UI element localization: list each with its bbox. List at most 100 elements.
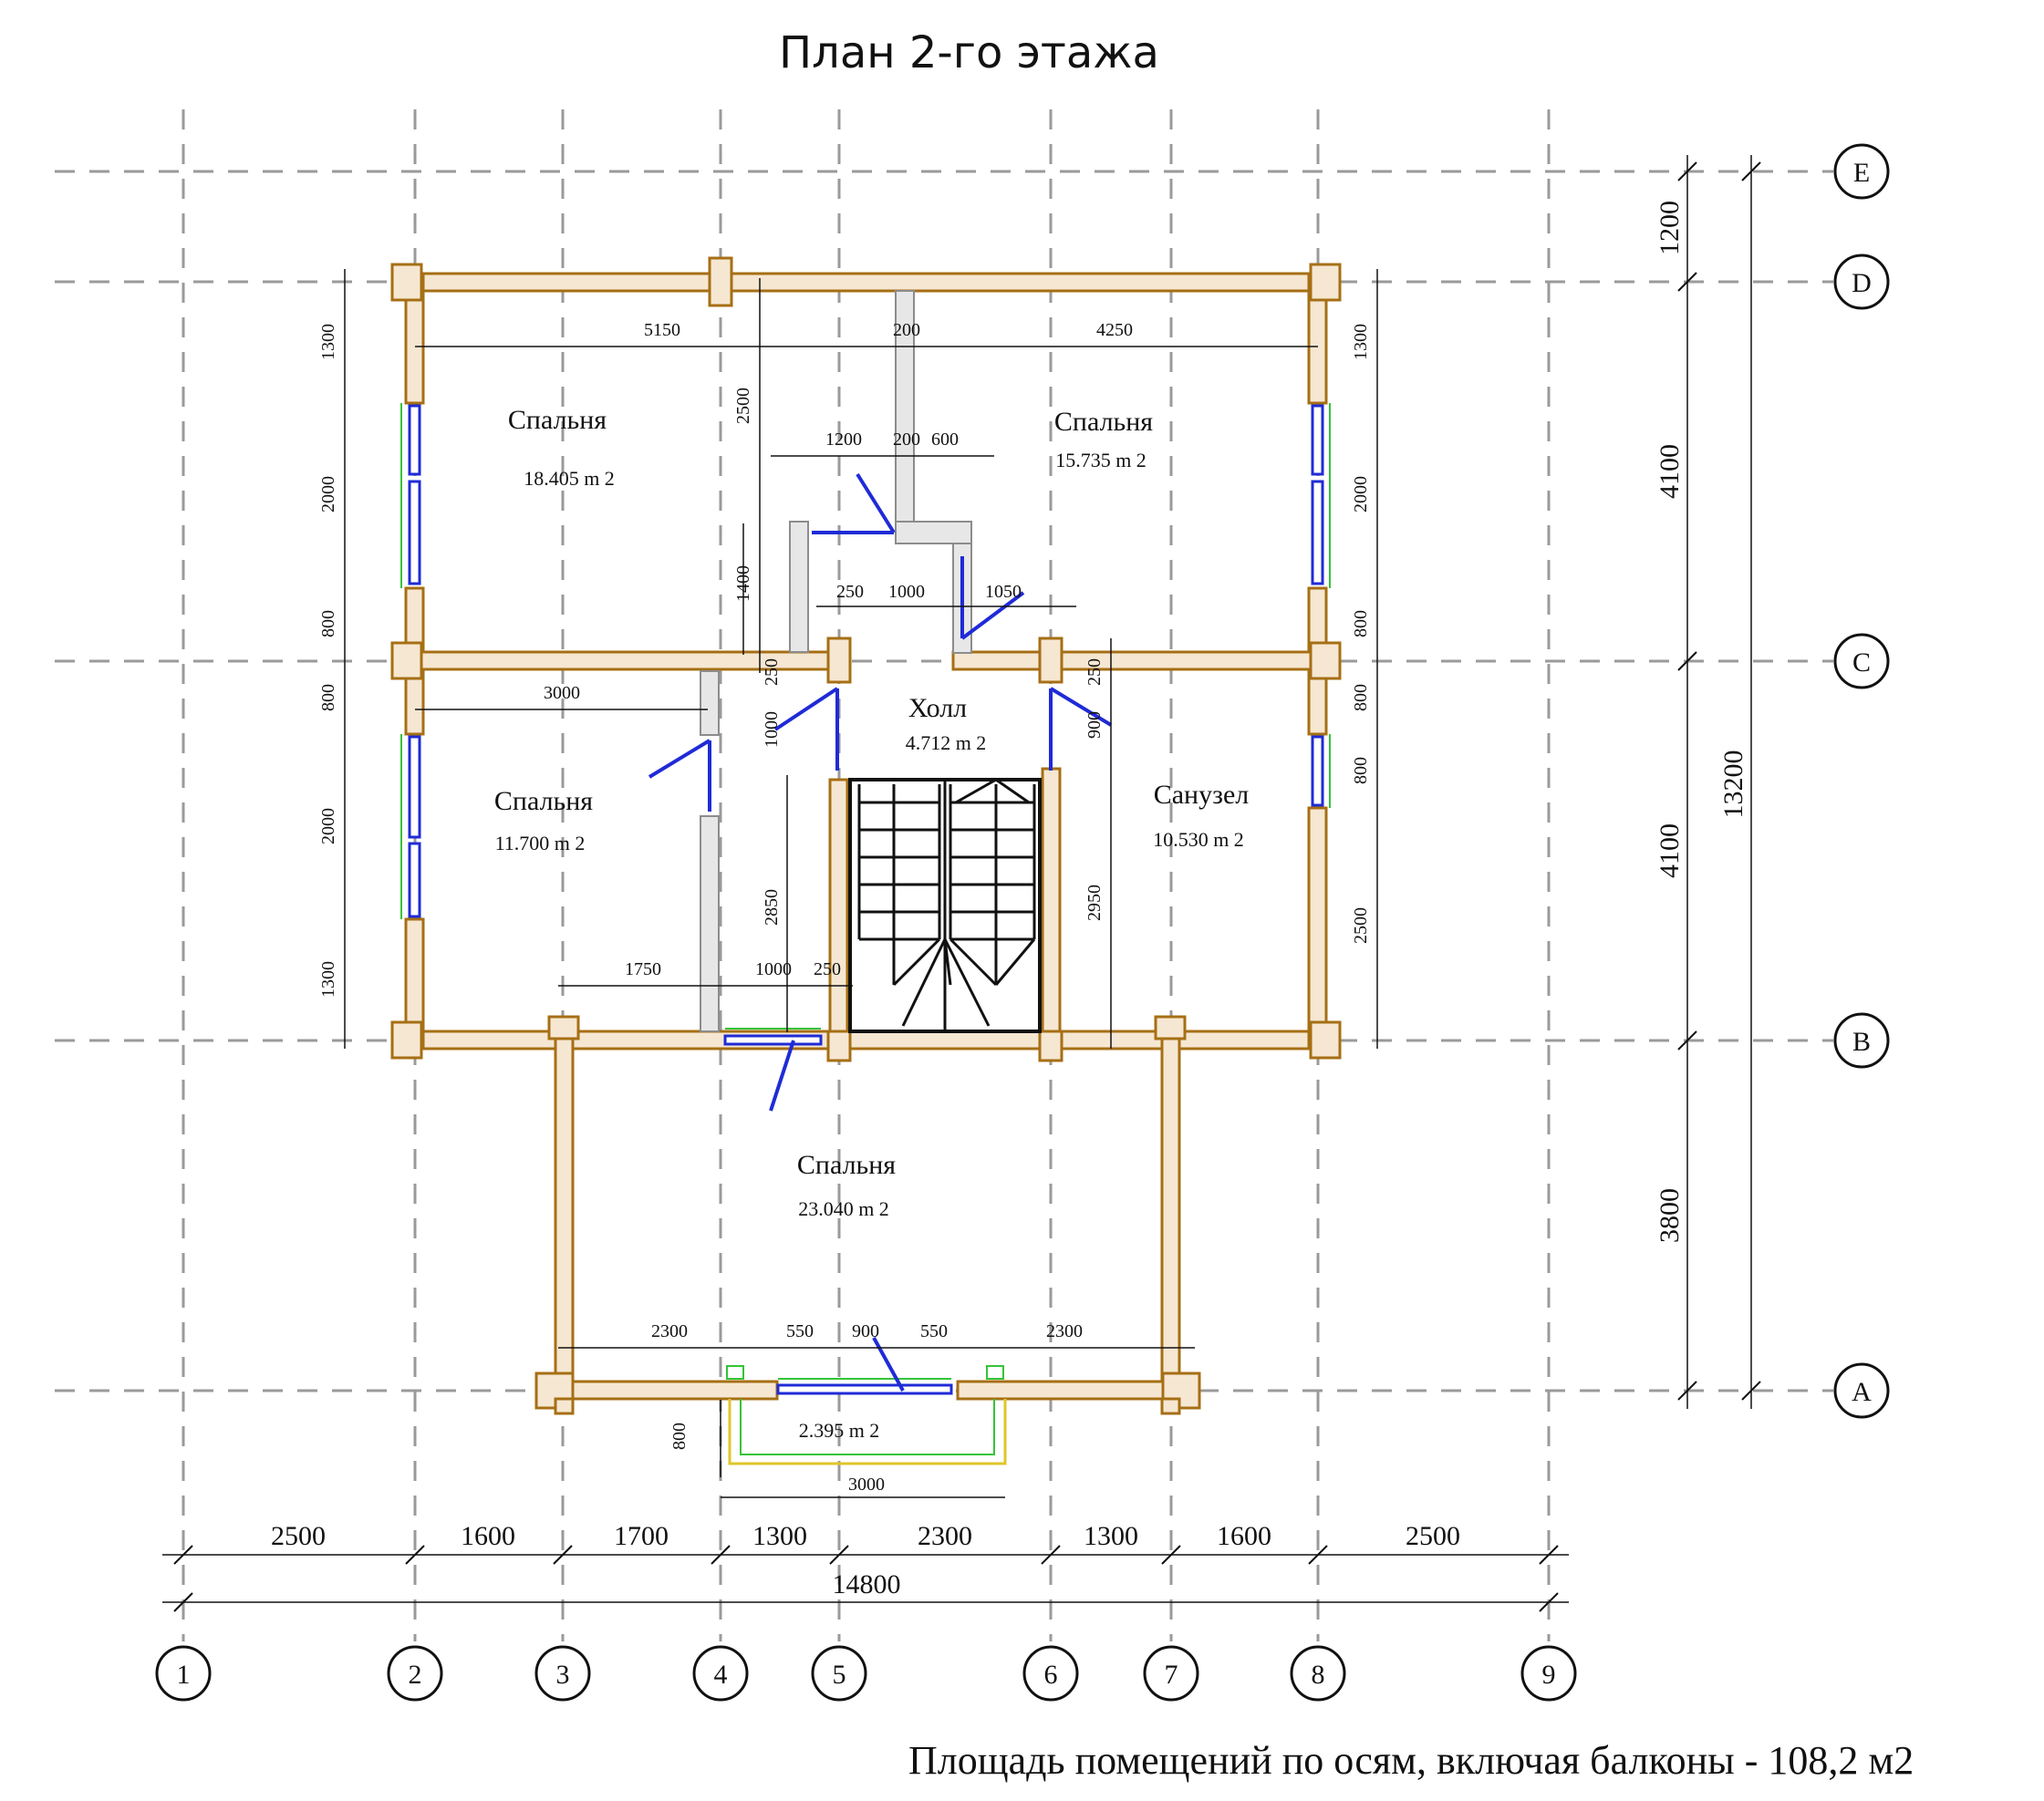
axis-label-9: 9 (1542, 1660, 1556, 1690)
room-name: Холл (908, 693, 967, 723)
axis-label-A: A (1852, 1377, 1872, 1407)
dim-label: 1600 (461, 1521, 515, 1551)
balcony (726, 1365, 1007, 1465)
room-area: 18.405 m 2 (524, 467, 615, 490)
dim-label: 200 (893, 320, 920, 340)
doors (648, 472, 1113, 1392)
dim-label: 2300 (651, 1321, 688, 1341)
right-dimensions: 1200 4100 4100 3800 13200 (1655, 201, 1748, 1243)
dim-label: 2500 (271, 1521, 326, 1551)
axis-labels: 1 2 3 4 5 6 7 8 9 E D C B A (177, 158, 1873, 1690)
axis-label-B: B (1852, 1027, 1871, 1057)
bottom-dimensions: 2500 1600 1700 1300 2300 1300 1600 2500 … (271, 1521, 1460, 1599)
dim-label: 800 (318, 610, 338, 637)
dim-total-label: 13200 (1718, 750, 1748, 819)
dimension-ticks (173, 161, 1761, 1612)
dim-label: 2300 (918, 1521, 972, 1551)
right-wall-dimensions: 1300 2000 800 800 800 2500 (1351, 324, 1371, 944)
dim-label: 800 (1351, 684, 1371, 711)
dim-label: 1300 (1084, 1521, 1138, 1551)
dim-total-label: 14800 (833, 1569, 901, 1599)
dim-label: 250 (1084, 658, 1105, 686)
dim-label: 4250 (1096, 320, 1133, 340)
dim-label: 200 (893, 430, 920, 450)
dim-label: 1700 (614, 1521, 669, 1551)
dim-label: 1200 (825, 430, 862, 450)
left-wall-dimensions: 1300 2000 800 800 2000 1300 (318, 324, 338, 998)
dim-label: 1300 (1351, 324, 1371, 360)
dim-label: 2500 (1406, 1521, 1460, 1551)
dim-label: 600 (931, 430, 959, 450)
dimension-lines (162, 155, 1752, 1603)
room-name: Спальня (508, 405, 607, 435)
dim-label: 5150 (644, 320, 680, 340)
dim-label: 900 (1084, 711, 1105, 739)
dim-label: 3800 (1655, 1188, 1685, 1243)
dim-label: 2300 (1046, 1321, 1083, 1341)
balcony-area: 2.395 m 2 (799, 1419, 880, 1442)
dim-label: 4100 (1655, 444, 1685, 499)
axis-label-4: 4 (714, 1660, 728, 1690)
room-name: Спальня (797, 1150, 896, 1180)
dim-label: 800 (1351, 757, 1371, 784)
axis-label-7: 7 (1165, 1660, 1178, 1690)
dim-label: 1300 (318, 324, 338, 360)
dim-label: 550 (920, 1321, 948, 1341)
dim-label: 1000 (755, 959, 792, 979)
axis-bubbles-bottom (155, 1645, 1577, 1702)
axis-label-6: 6 (1044, 1660, 1058, 1690)
dim-label: 900 (852, 1321, 879, 1341)
dim-label: 1300 (318, 961, 338, 998)
dim-label: 1050 (985, 582, 1022, 602)
room-name: Спальня (494, 786, 593, 816)
axis-label-E: E (1853, 158, 1870, 188)
dim-label: 2500 (733, 388, 753, 424)
room-name: Санузел (1154, 780, 1250, 810)
dim-label: 250 (762, 658, 782, 686)
dim-label: 1000 (888, 582, 925, 602)
partitions (700, 290, 972, 1032)
dim-label: 1300 (752, 1521, 807, 1551)
dim-label: 250 (836, 582, 864, 602)
axis-label-D: D (1852, 268, 1872, 298)
room-area: 11.700 m 2 (495, 832, 586, 854)
dim-label: 2500 (1351, 907, 1371, 944)
dim-label: 800 (1351, 610, 1371, 637)
dim-label: 2000 (1351, 476, 1371, 512)
dim-label: 2950 (1084, 885, 1105, 921)
dim-label: 2000 (318, 476, 338, 512)
dim-label: 3000 (544, 683, 580, 703)
dim-label: 800 (669, 1423, 690, 1450)
dim-label: 800 (318, 684, 338, 711)
dim-label: 1750 (625, 959, 661, 979)
axis-label-5: 5 (833, 1660, 846, 1690)
room-area: 4.712 m 2 (906, 731, 987, 754)
room-area: 10.530 m 2 (1153, 828, 1244, 851)
area-summary: Площадь помещений по осям, включая балко… (908, 1738, 1914, 1783)
dim-label: 3000 (848, 1475, 885, 1495)
axis-label-3: 3 (556, 1660, 570, 1690)
dim-label: 2000 (318, 808, 338, 844)
staircase (848, 778, 1042, 1033)
dim-label: 1000 (762, 711, 782, 748)
log-walls (390, 256, 1342, 1415)
window-sills (400, 403, 1331, 1380)
dim-label: 250 (814, 959, 841, 979)
room-labels: Спальня 18.405 m 2 Спальня 15.735 m 2 Хо… (494, 405, 1249, 1442)
room-name: Спальня (1054, 407, 1153, 437)
dim-label: 4100 (1655, 823, 1685, 878)
axis-label-8: 8 (1312, 1660, 1325, 1690)
inner-dimensions: 5150 200 4250 1200 200 600 2500 1400 250… (544, 320, 1133, 1495)
axis-label-2: 2 (409, 1660, 422, 1690)
dim-label: 1200 (1655, 201, 1685, 255)
room-area: 23.040 m 2 (798, 1197, 889, 1220)
dim-label: 1600 (1217, 1521, 1271, 1551)
dim-label: 550 (786, 1321, 814, 1341)
dim-label: 1400 (733, 565, 753, 602)
dim-label: 2850 (762, 889, 782, 926)
windows (408, 404, 1324, 1395)
room-area: 15.735 m 2 (1055, 449, 1147, 471)
page-title: План 2-го этажа (779, 27, 1159, 78)
axis-bubbles-right (1833, 143, 1890, 1419)
